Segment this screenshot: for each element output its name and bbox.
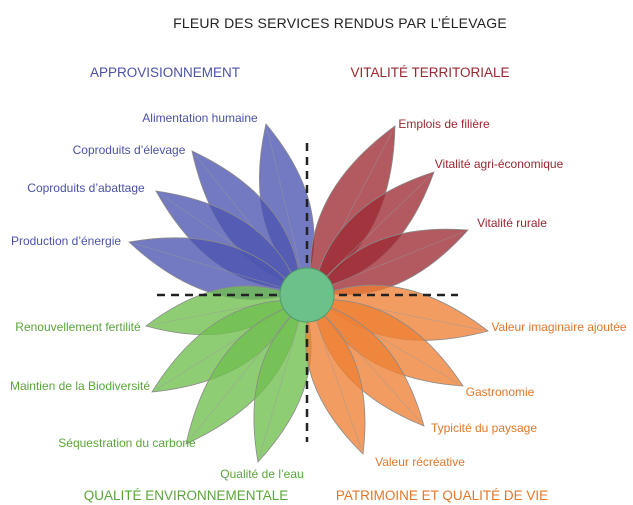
label-renouvellement-fertilite: Renouvellement fertilité	[15, 320, 141, 334]
diagram-title: FLEUR DES SERVICES RENDUS PAR L’ÉLEVAGE	[173, 15, 507, 31]
territorial-petal-vein-3	[316, 231, 463, 292]
label-emplois-filiere: Emplois de filière	[398, 117, 490, 131]
label-sequestration-carbone: Séquestration du carbone	[58, 436, 196, 450]
label-valeur-imaginaire: Valeur imaginaire ajoutée	[491, 320, 627, 334]
label-valeur-recreative: Valeur récréative	[375, 455, 465, 469]
flower-center	[279, 267, 335, 323]
label-coproduits-elevage: Coproduits d’élevage	[73, 143, 186, 157]
label-coproduits-abattage: Coproduits d’abattage	[27, 181, 145, 195]
territorial-heading: VITALITÉ TERRITORIALE	[350, 65, 509, 80]
heritage-petal-vein-4	[310, 304, 362, 449]
environmental-petal-vein-3	[189, 302, 301, 440]
territorial-petal-vein-2	[313, 175, 430, 289]
provisioning-heading: APPROVISIONNEMENT	[90, 65, 240, 80]
provisioning-petal-vein-4	[134, 243, 298, 293]
label-typicite-paysage: Typicité du paysage	[431, 421, 537, 435]
label-vitalite-rurale: Vitalité rurale	[477, 216, 547, 230]
label-production-energie: Production d’énergie	[11, 234, 121, 248]
environmental-petal-vein-4	[259, 304, 305, 457]
label-vitalite-agri-economique: Vitalité agri-économique	[435, 157, 564, 171]
label-gastronomie: Gastronomie	[466, 385, 535, 399]
label-alimentation-humaine: Alimentation humaine	[142, 111, 258, 125]
provisioning-petal-vein-1	[267, 129, 305, 286]
heritage-heading: PATRIMOINE ET QUALITÉ DE VIE	[336, 488, 548, 503]
label-qualite-eau: Qualité de l’eau	[220, 467, 303, 481]
label-maintien-biodiversite: Maintien de la Biodiversité	[10, 379, 150, 393]
heritage-petal-vein-3	[313, 302, 421, 422]
environmental-heading: QUALITÉ ENVIRONNEMENTALE	[84, 488, 289, 503]
petals-group	[128, 123, 489, 463]
